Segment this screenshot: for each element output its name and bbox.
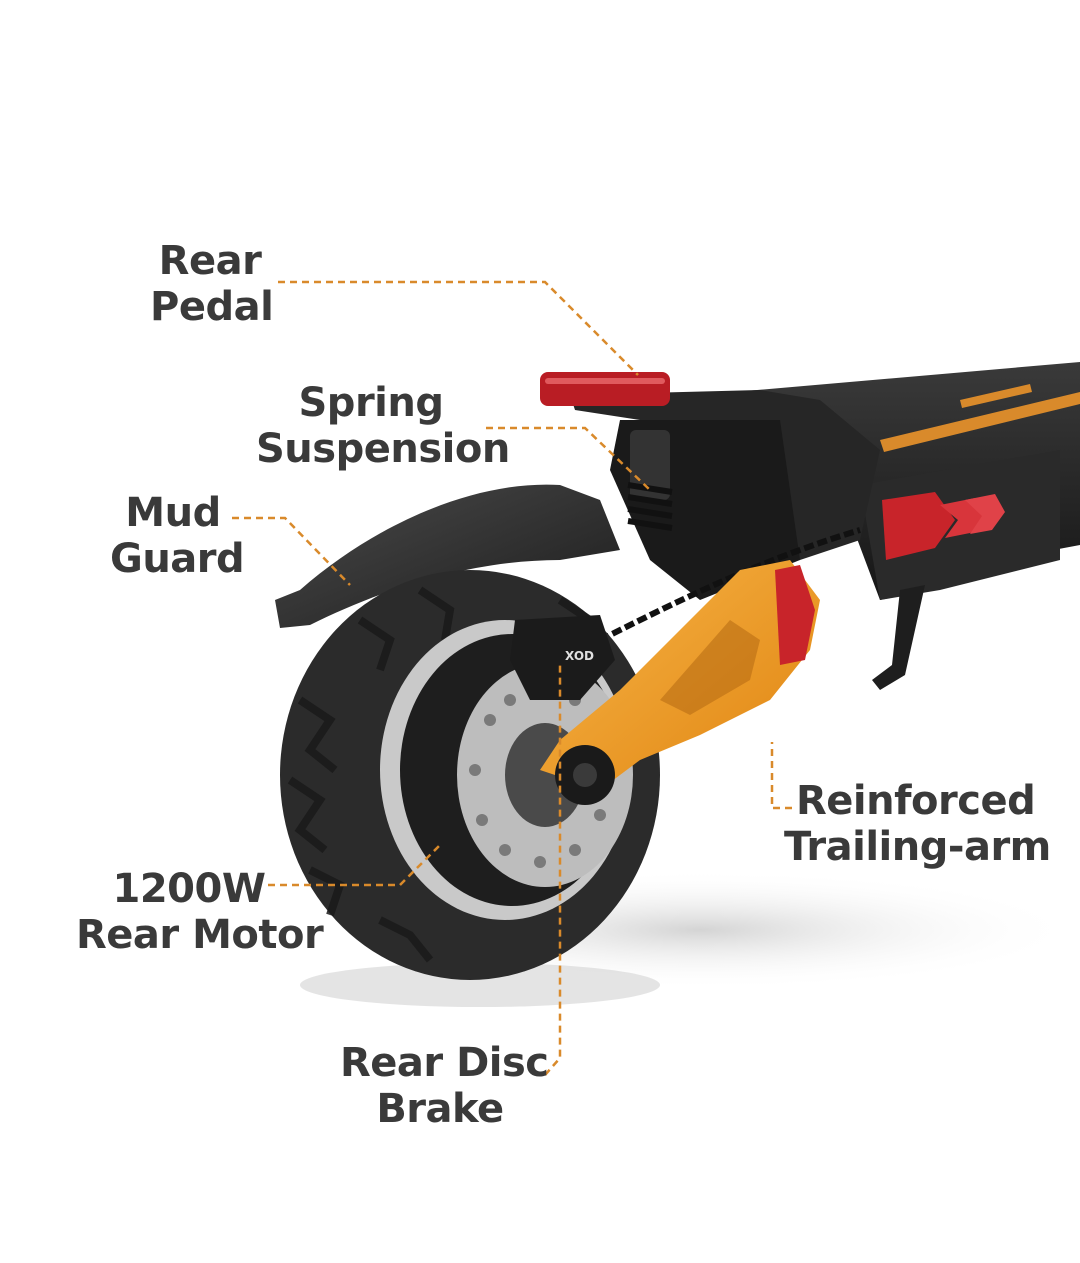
callout-line: Spring [298,380,445,426]
trailing-arm-reflector [775,565,815,665]
tire-tread [287,586,599,963]
leader-lines [232,280,792,1076]
callout-line: Reinforced [796,778,1036,824]
shock-spring [627,482,673,531]
callout-mud-guard: Mud Guard [110,490,245,582]
callout-line: Pedal [150,284,274,330]
callout-line: 1200W [112,866,266,912]
deck-stripe-2 [960,384,1032,408]
trailing-arm [540,560,820,790]
brake-cable [598,527,861,643]
side-reflector [882,492,955,560]
chevron-2 [965,494,1005,534]
axle-nut-center [573,763,597,787]
callout-reinforced-trailing-arm: Reinforced Trailing-arm [784,778,1051,870]
brake-caliper [510,615,615,700]
callout-line: Brake [376,1086,504,1132]
kickstand [872,585,925,690]
callout-line: Rear Motor [76,912,324,958]
callout-line: Rear Disc [340,1040,549,1086]
leader-rear-motor [268,844,441,887]
callout-spring-suspension: Spring Suspension [256,380,510,472]
mud-guard-shape [275,484,620,628]
caliper-brand: XOD [565,649,594,663]
trailing-arm-cutout [660,620,760,715]
callout-line: Suspension [256,426,510,472]
leader-trailing-arm [770,742,792,810]
leader-spring-suspension [486,426,651,491]
callout-line: Trailing-arm [784,824,1051,870]
deck-stripe [880,392,1080,452]
rear-tail-light [540,372,670,406]
callout-line: Guard [110,536,245,582]
leader-mud-guard [232,516,351,586]
rear-fender-top [570,390,880,560]
callout-line: Mud [125,490,221,536]
callout-line: Rear [158,238,262,284]
callout-rear-pedal: Rear Pedal [150,238,274,330]
callout-rear-motor: 1200W Rear Motor [76,866,324,958]
rear-tail-light-housing [545,378,665,384]
callout-rear-disc-brake: Rear Disc Brake [340,1040,549,1132]
wheel-shadow [300,963,660,1007]
shock-absorber-body [630,430,670,500]
leader-rear-pedal [278,280,639,376]
